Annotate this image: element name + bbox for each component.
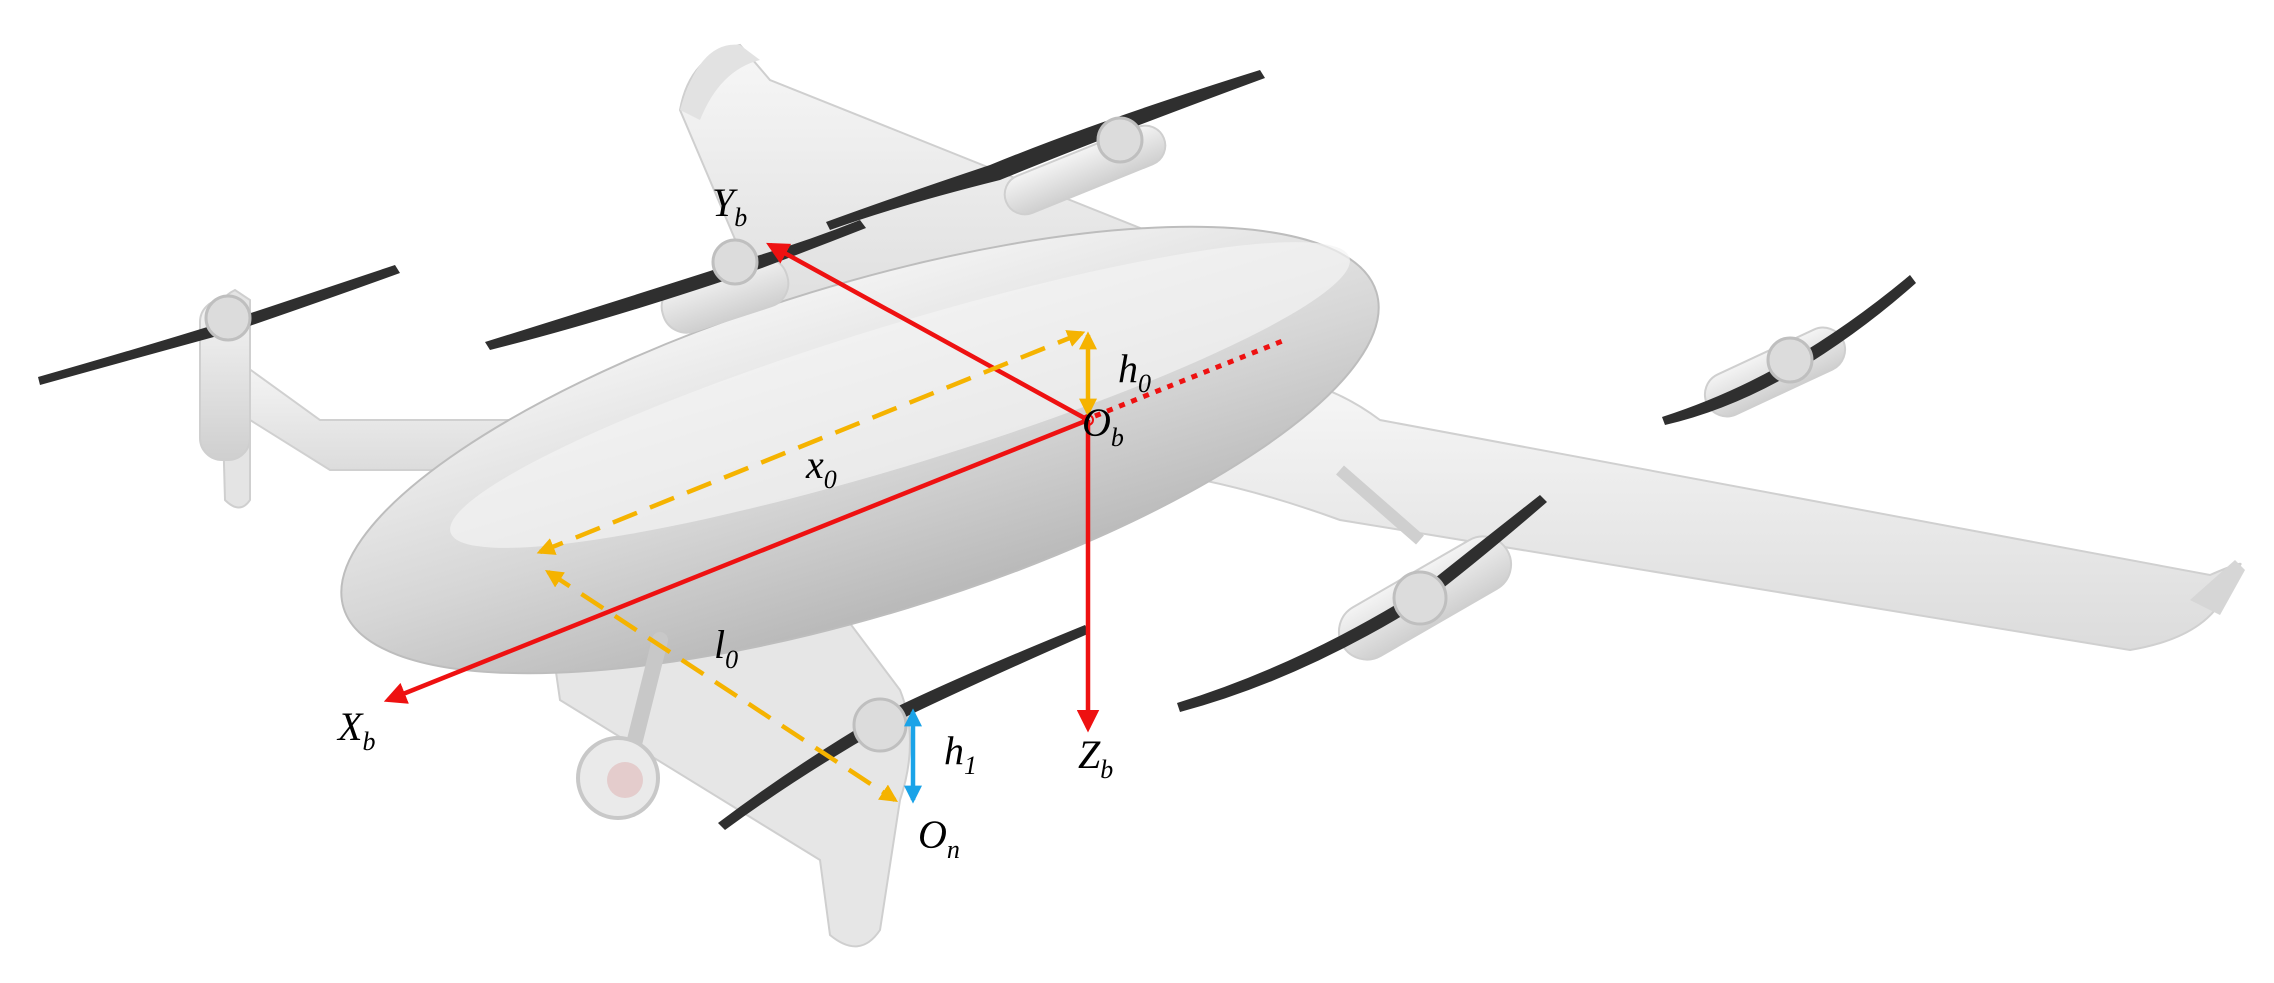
label-h0: h0 [1118, 346, 1151, 398]
label-o-b: Ob [1082, 400, 1124, 452]
rear-wing-tip [680, 44, 760, 120]
label-o-n: On [918, 812, 960, 864]
label-x0: x0 [805, 442, 837, 494]
label-l0: l0 [714, 622, 738, 674]
dimension-arrows [536, 330, 1097, 804]
label-y-b: Yb [712, 180, 747, 232]
landing-gear-hub [607, 762, 643, 798]
spinner-right-front [1392, 570, 1448, 626]
propeller-front [718, 625, 1090, 830]
right-gear-strut [1336, 465, 1424, 545]
axis-labels: Yb Xb Zb Ob On h0 h1 x0 l0 [336, 180, 1151, 864]
right-wing-winglet [2190, 560, 2245, 615]
spinner-mid [711, 238, 759, 286]
spinner-front [852, 697, 908, 753]
spinner-right-rear [1766, 336, 1814, 384]
label-x-b: Xb [336, 704, 375, 756]
aircraft-illustration [38, 43, 2245, 948]
propeller-right-rear [1662, 275, 1916, 425]
label-z-b: Zb [1078, 732, 1113, 784]
propeller-rear [826, 70, 1265, 230]
x0-dimension-arrow [536, 330, 1086, 555]
x-axis-extension-dotted [1094, 337, 1286, 419]
l0-dimension-arrow [544, 570, 899, 802]
spinner-rear [1096, 116, 1144, 164]
label-h1: h1 [944, 728, 977, 780]
spinner-left [204, 294, 252, 342]
